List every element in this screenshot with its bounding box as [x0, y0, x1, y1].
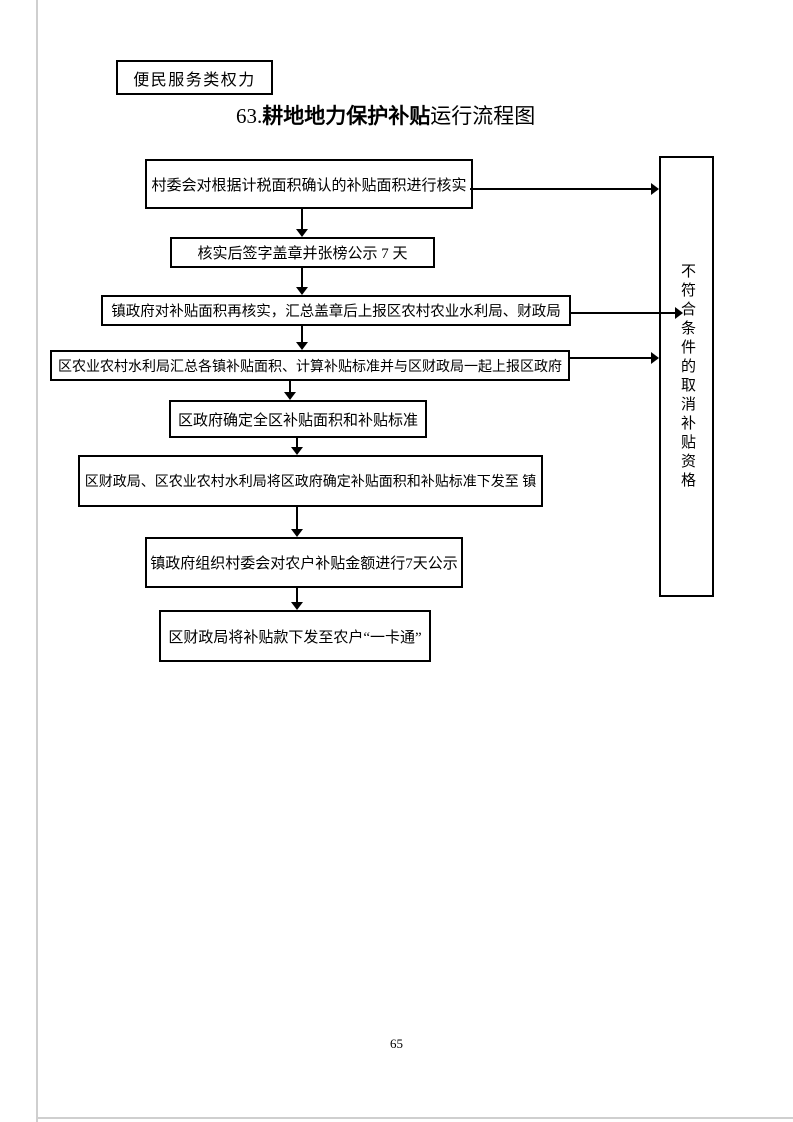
arrow-down-icon	[284, 392, 296, 400]
arrow-shaft	[570, 357, 652, 359]
arrow-shaft	[296, 438, 298, 448]
arrow-step2-to-step3	[296, 268, 308, 295]
arrow-shaft	[301, 326, 303, 343]
arrow-step4-to-disqualify	[570, 352, 659, 364]
page-left-edge-line	[36, 0, 38, 1122]
flow-step-8-label: 区财政局将补贴款下发至农户“一卡通”	[168, 629, 422, 646]
category-label-box: 便民服务类权力	[116, 60, 273, 95]
flow-step-7-label: 镇政府组织村委会对农户补贴金额进行7天公示	[150, 556, 458, 572]
page-title: 63.耕地地力保护补贴运行流程图	[236, 100, 535, 130]
arrow-step4-to-step5	[284, 381, 296, 400]
flow-step-5: 区政府确定全区补贴面积和补贴标准	[169, 400, 427, 438]
arrow-down-icon	[296, 287, 308, 295]
arrow-step1-to-step2	[296, 209, 308, 237]
arrow-step3-to-step4	[296, 326, 308, 350]
arrow-down-icon	[291, 602, 303, 610]
arrow-step1-to-disqualify	[470, 183, 659, 195]
arrow-shaft	[301, 209, 303, 230]
flow-step-7: 镇政府组织村委会对农户补贴金额进行7天公示	[145, 537, 463, 588]
flow-step-2: 核实后签字盖章并张榜公示 7 天	[170, 237, 435, 268]
flow-disqualify-box: 不符合条件的取消补贴资格	[659, 156, 714, 597]
category-label: 便民服务类权力	[133, 71, 256, 89]
arrow-right-icon	[651, 183, 659, 195]
arrow-shaft	[289, 381, 291, 393]
arrow-down-icon	[291, 529, 303, 537]
arrow-step6-to-step7	[291, 507, 303, 537]
arrow-shaft	[470, 188, 652, 190]
flow-step-2-label: 核实后签字盖章并张榜公示 7 天	[197, 246, 408, 262]
arrow-step3-to-disqualify	[571, 307, 683, 319]
arrow-down-icon	[296, 342, 308, 350]
arrow-shaft	[296, 507, 298, 530]
arrow-step5-to-step6	[291, 438, 303, 455]
flow-step-8: 区财政局将补贴款下发至农户“一卡通”	[159, 610, 431, 662]
title-rest: 运行流程图	[430, 104, 536, 128]
arrow-down-icon	[296, 229, 308, 237]
arrow-shaft	[296, 588, 298, 603]
arrow-step7-to-step8	[291, 588, 303, 610]
title-number: 63.	[236, 104, 263, 128]
arrow-down-icon	[291, 447, 303, 455]
arrow-right-icon	[675, 307, 683, 319]
flow-step-5-label: 区政府确定全区补贴面积和补贴标准	[177, 412, 418, 429]
flow-step-1-label: 村委会对根据计税面积确认的补贴面积进行核实	[151, 177, 467, 194]
arrow-right-icon	[651, 352, 659, 364]
flow-step-4-label: 区农业农村水利局汇总各镇补贴面积、计算补贴标准并与区财政局一起上报区政府	[58, 359, 562, 375]
page-number: 65	[390, 1036, 403, 1051]
flow-step-3: 镇政府对补贴面积再核实，汇总盖章后上报区农村农业水利局、财政局	[101, 295, 571, 326]
flow-step-6-label: 区财政局、区农业农村水利局将区政府确定补贴面积和补贴标准下发至 镇	[84, 475, 537, 490]
flow-step-3-label: 镇政府对补贴面积再核实，汇总盖章后上报区农村农业水利局、财政局	[111, 304, 561, 320]
flow-step-6: 区财政局、区农业农村水利局将区政府确定补贴面积和补贴标准下发至 镇	[78, 455, 543, 507]
arrow-shaft	[301, 268, 303, 288]
flow-step-4: 区农业农村水利局汇总各镇补贴面积、计算补贴标准并与区财政局一起上报区政府	[50, 350, 570, 381]
flow-disqualify-label: 不符合条件的取消补贴资格	[679, 262, 695, 491]
page-bottom-edge-line	[36, 1117, 793, 1119]
title-bold-part: 耕地地力保护补贴	[262, 105, 431, 128]
flow-step-1: 村委会对根据计税面积确认的补贴面积进行核实	[145, 159, 473, 209]
arrow-shaft	[571, 312, 676, 314]
